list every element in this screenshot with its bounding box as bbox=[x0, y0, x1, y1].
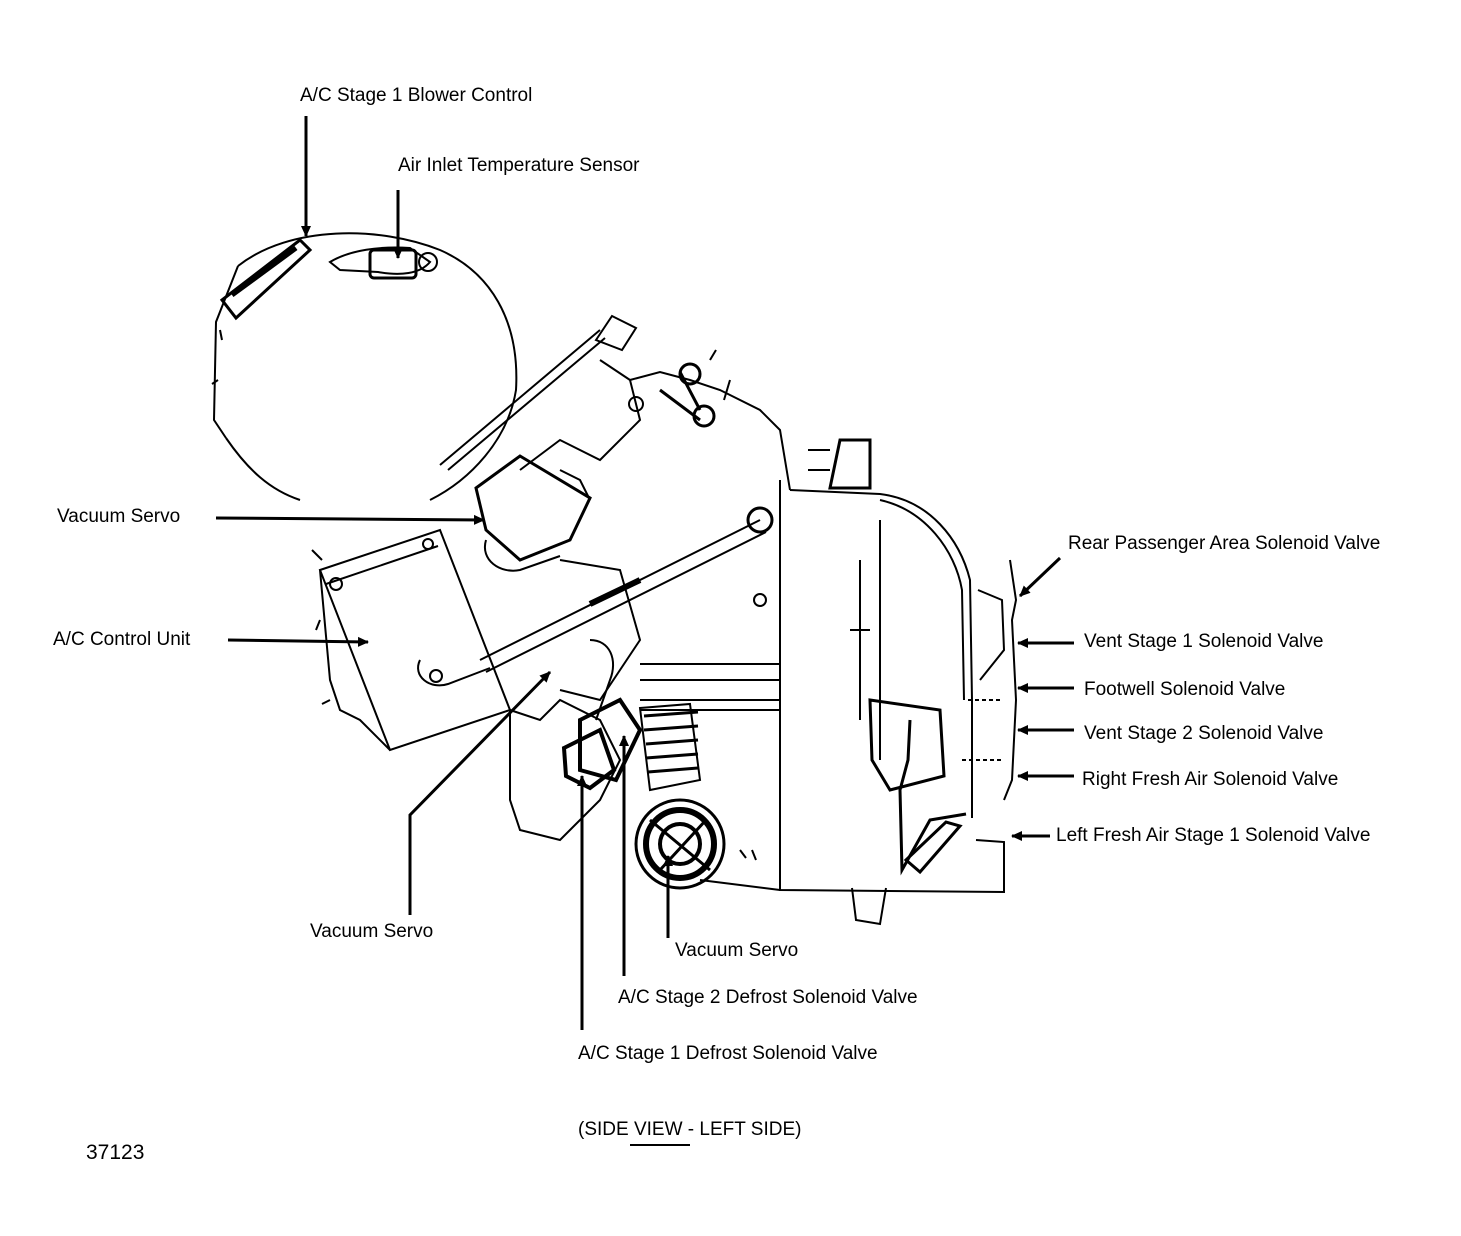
lower-assembly bbox=[509, 697, 967, 890]
leader-rear-passenger-area bbox=[1018, 556, 1062, 598]
blower-housing bbox=[211, 232, 518, 501]
label-right-fresh-air-solenoid-valve: Right Fresh Air Solenoid Valve bbox=[1082, 769, 1339, 790]
control-unit bbox=[311, 528, 512, 752]
label-air-inlet-temperature-sensor: Air Inlet Temperature Sensor bbox=[398, 155, 640, 176]
label-footwell-solenoid-valve: Footwell Solenoid Valve bbox=[1084, 679, 1286, 700]
upper-linkage bbox=[439, 314, 791, 491]
label-vacuum-servo-bottom: Vacuum Servo bbox=[675, 940, 799, 961]
view-caption: (SIDE VIEW - LEFT SIDE) bbox=[578, 1119, 802, 1140]
figure-id: 37123 bbox=[86, 1141, 145, 1164]
label-vent-stage2-solenoid-valve: Vent Stage 2 Solenoid Valve bbox=[1084, 723, 1324, 744]
label-ac-stage2-defrost-solenoid-valve: A/C Stage 2 Defrost Solenoid Valve bbox=[618, 987, 918, 1008]
label-vacuum-servo-upper: Vacuum Servo bbox=[57, 506, 181, 527]
pushrod-linkage bbox=[417, 506, 774, 721]
leader-ac-control-unit bbox=[227, 636, 369, 647]
label-ac-stage1-blower-control: A/C Stage 1 Blower Control bbox=[300, 85, 533, 106]
label-vent-stage1-solenoid-valve: Vent Stage 1 Solenoid Valve bbox=[1084, 631, 1324, 652]
label-ac-control-unit: A/C Control Unit bbox=[53, 629, 191, 650]
main-case bbox=[640, 438, 1018, 926]
label-rear-passenger-area-solenoid-valve: Rear Passenger Area Solenoid Valve bbox=[1068, 533, 1381, 554]
label-vacuum-servo-lower-left: Vacuum Servo bbox=[310, 921, 434, 942]
vacuum-servo-upper bbox=[474, 454, 592, 572]
leader-arrows bbox=[215, 116, 1074, 1030]
leader-vacuum-servo-upper bbox=[215, 514, 485, 525]
leader-vacuum-servo-lower-left bbox=[408, 670, 552, 915]
label-left-fresh-air-stage1-solenoid-valve: Left Fresh Air Stage 1 Solenoid Valve bbox=[1056, 825, 1371, 846]
label-ac-stage1-defrost-solenoid-valve: A/C Stage 1 Defrost Solenoid Valve bbox=[578, 1043, 878, 1064]
